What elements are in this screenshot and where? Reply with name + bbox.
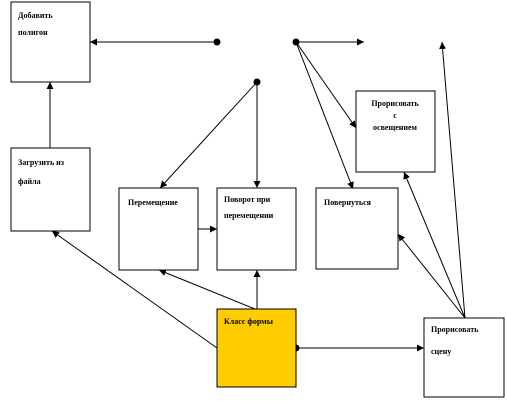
box-label-line: Добавить [18,11,53,20]
box-label-line: перемещении [224,211,274,220]
box-label-line: освещением [373,123,417,132]
arrow-dot-to-draw-lit [295,41,357,129]
connectors [46,38,466,352]
box-label-line: Загрузить из [18,158,65,167]
box-draw-lit-label: Прорисовать с освещением [371,99,419,132]
boxes: Добавить полигон Загрузить из файла Переме… [10,1,505,398]
box-label-line: Поворот при [224,195,271,204]
arrow-draw-scene-to-draw-lit [403,171,466,319]
box-label-line: сцену [431,347,451,356]
box-label-line: полигон [18,28,48,37]
box-label-line: Прорисовать [371,99,419,108]
box-shape-class[interactable]: Класс формы [216,308,297,388]
box-label-line: Перемещение [128,198,178,207]
junction-dot-top [253,78,261,86]
box-move[interactable]: Перемещение [118,187,199,271]
box-draw-scene-label: Прорисовать сцену [431,325,479,356]
box-label-line: Класс формы [224,317,274,326]
box-rotate-on-move[interactable]: Поворот при перемещении [216,187,297,271]
box-add-polygons[interactable]: Добавить полигон [10,1,91,83]
box-rotate[interactable]: Повернуться [315,187,399,270]
box-load-from-file[interactable]: Загрузить из файла [10,147,91,232]
box-rotate-label: Повернуться [324,198,372,207]
box-label-line: с [393,111,397,120]
box-label-line: файла [18,177,41,186]
arrow-shape-class-to-load [51,230,218,349]
box-rotate-on-move-label: Поворот при перемещении [224,195,274,220]
box-shape-class-label: Класс формы [224,317,274,326]
box-label-line: Повернуться [324,198,372,207]
junction-dot-left [213,38,221,46]
box-move-label: Перемещение [128,198,178,207]
box-draw-lit[interactable]: Прорисовать с освещением [355,90,436,173]
box-load-from-file-label: Загрузить из файла [18,158,65,186]
box-draw-scene[interactable]: Прорисовать сцену [423,317,505,398]
box-label-line: Прорисовать [431,325,479,334]
arrow-shape-class-to-move [158,269,256,310]
arrow-draw-scene-to-rotate [397,233,466,319]
box-add-polygons-label: Добавить полигон [18,11,53,37]
arrow-dot-to-rotate [295,41,354,190]
arrow-draw-scene-up [439,41,466,319]
arrow-dot-to-move [159,81,258,189]
